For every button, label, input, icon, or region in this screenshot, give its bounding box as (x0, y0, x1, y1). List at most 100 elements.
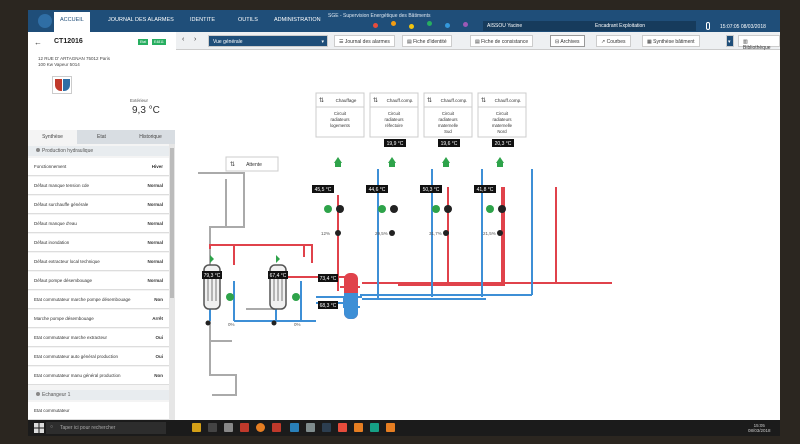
valve-icon[interactable] (389, 230, 395, 236)
pump-icon[interactable] (292, 293, 300, 301)
pump-icon[interactable] (324, 205, 332, 213)
house-icon (389, 163, 395, 167)
tab-etat[interactable]: Etat (97, 134, 106, 140)
tab-accueil[interactable]: ACCUEIL (54, 12, 90, 32)
supply-temp: 50,3 °C (420, 185, 442, 193)
user-role: Encadrant Exploitation (595, 23, 646, 29)
tab-journal-alarmes[interactable]: JOURNAL DES ALARMES (108, 17, 174, 23)
circuit-name-line: radiateurs (330, 117, 349, 122)
user-box[interactable]: AISSOU Yacine Encadrant Exploitation (483, 21, 696, 31)
app-icon[interactable] (354, 423, 363, 432)
heat-exchanger[interactable]: 67,4 °C0% (268, 255, 301, 327)
pump-icon[interactable] (444, 205, 452, 213)
site-badge: Etat (138, 39, 149, 45)
clock-date: 08/03/2018 (748, 428, 771, 433)
fiche-consistance-button[interactable]: ▤ Fiche de consistance (470, 35, 534, 47)
valve-icon[interactable] (443, 230, 449, 236)
pump-icon[interactable] (336, 205, 344, 213)
row-value: Oui (155, 335, 164, 340)
valve-icon[interactable] (497, 230, 503, 236)
pump-icon[interactable] (226, 293, 234, 301)
valve-icon[interactable] (271, 320, 277, 326)
pump-icon[interactable] (486, 205, 494, 213)
tab-historique[interactable]: Historique (139, 134, 162, 140)
fiche-identite-button[interactable]: ▤ Fiche d'identité (402, 35, 452, 47)
list-item[interactable]: Etat commutateur manu général production… (28, 367, 169, 385)
prev-arrow-icon[interactable]: ‹ (182, 36, 185, 43)
pdf-icon[interactable] (272, 423, 281, 432)
powerpoint-icon[interactable] (338, 423, 347, 432)
taskbar-search-input[interactable]: ○ Taper ici pour rechercher (46, 422, 166, 434)
bibliotheque-button[interactable]: ▥ Bibliothèque (738, 35, 780, 51)
word-icon[interactable] (290, 423, 299, 432)
app-icon[interactable] (240, 423, 249, 432)
left-panel: ← CT12016 Etat E4811 12 RUE D' ARTAGNAN … (28, 32, 175, 420)
site-badge: E4811 (152, 39, 166, 45)
circuit-name-line: maternelle (438, 123, 459, 128)
row-value: Normal (147, 183, 163, 188)
temp-value: 67,4 °C (270, 273, 287, 279)
thermometer-icon (706, 22, 710, 30)
chrome-icon[interactable] (256, 423, 265, 432)
windows-start-icon[interactable] (34, 423, 44, 433)
valve-percent: 12% (321, 231, 330, 236)
store-icon[interactable] (208, 423, 217, 432)
valve-icon[interactable] (205, 320, 211, 326)
house-icon (388, 157, 396, 163)
heat-exchanger[interactable]: 79,3 °C0% (202, 255, 235, 327)
view-select[interactable]: Vue générale▾ (208, 35, 328, 47)
dropdown-icon[interactable]: ▾ (726, 35, 734, 47)
app-icon[interactable] (306, 423, 315, 432)
mail-icon[interactable] (224, 423, 233, 432)
row-label: Etat commutateur auto général production (34, 354, 119, 359)
back-arrow-icon[interactable]: ← (34, 38, 42, 47)
courbes-button[interactable]: ↗ Courbes (596, 35, 631, 47)
app-icon[interactable] (370, 423, 379, 432)
file-explorer-icon[interactable] (192, 423, 201, 432)
pump-icon[interactable] (432, 205, 440, 213)
temp-value: 20,3 °C (495, 141, 512, 147)
section-exchanger[interactable]: Echangeur 1 (28, 390, 175, 400)
scrollbar-thumb[interactable] (170, 148, 174, 298)
app-icon[interactable] (386, 423, 395, 432)
section-production[interactable]: Production hydraulique (28, 146, 175, 156)
app-icon[interactable] (322, 423, 331, 432)
status-dot-icon (463, 22, 468, 27)
house-icon (496, 157, 504, 163)
pump-icon[interactable] (378, 205, 386, 213)
tab-administration[interactable]: ADMINISTRATION (274, 17, 321, 23)
pump-icon[interactable] (498, 205, 506, 213)
journal-alarmes-button[interactable]: ☰ Journal des alarmes (334, 35, 395, 47)
list-item[interactable]: Etat commutateur marche pompe désembouag… (28, 291, 169, 309)
pump-icon[interactable] (390, 205, 398, 213)
tab-synthese[interactable]: Synthèse (28, 130, 77, 144)
tab-identite[interactable]: IDENTITE (190, 17, 216, 23)
synthese-batiment-button[interactable]: ▦ Synthèse bâtiment (642, 35, 700, 47)
taskbar-clock[interactable]: 15:05 08/03/2018 (748, 423, 771, 433)
valve-percent: 21,5% (483, 231, 496, 236)
header-time: 15:07:05 (720, 24, 740, 30)
left-scrollbar[interactable] (169, 144, 175, 420)
valve-icon[interactable] (335, 230, 341, 236)
archives-button[interactable]: ⊟ Archives (550, 35, 585, 47)
attente-box[interactable]: ⇅ Attente (225, 156, 279, 172)
row-value: Normal (147, 240, 163, 245)
next-arrow-icon[interactable]: › (194, 36, 197, 43)
tab-outils[interactable]: OUTILS (238, 17, 258, 23)
list-item[interactable]: Etat commutateur auto général production… (28, 348, 169, 366)
collector-supply-temp: 73,4 °C (318, 274, 338, 282)
